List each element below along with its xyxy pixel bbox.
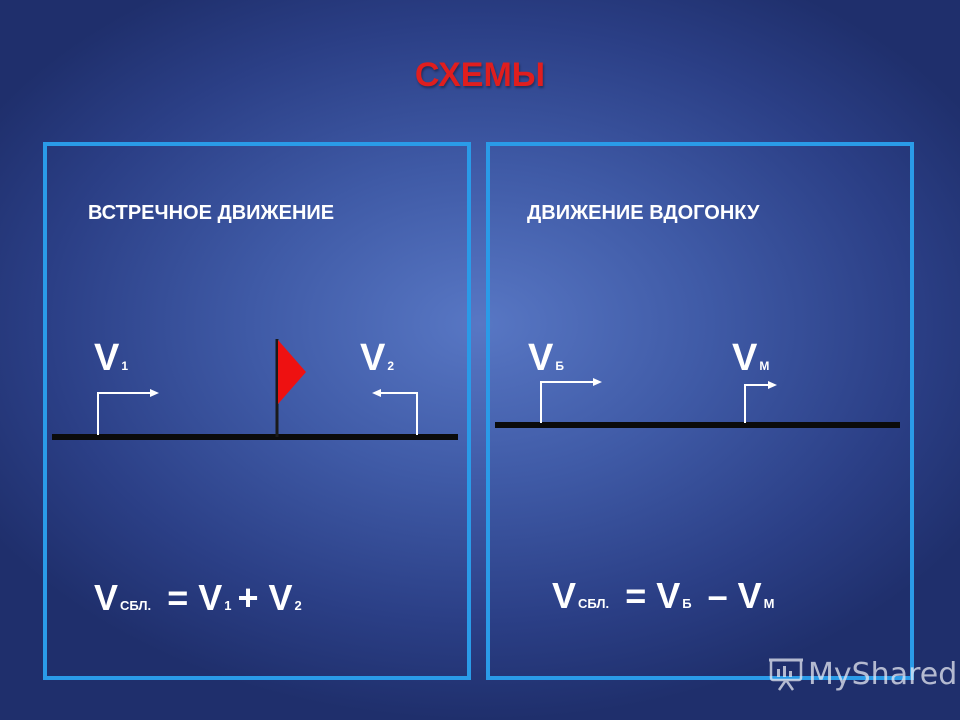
myshared-watermark: MyShared — [768, 656, 957, 692]
oncoming-motion-heading: ВСТРЕЧНОЕ ДВИЖЕНИЕ — [88, 202, 335, 224]
catch-up-motion-panel — [486, 142, 914, 680]
slide-title: СХЕМЫ — [414, 56, 546, 94]
watermark-text: MyShared — [808, 656, 958, 692]
catch-up-motion-heading: ДВИЖЕНИЕ ВДОГОНКУ — [527, 202, 760, 224]
oncoming-motion-panel — [43, 142, 471, 680]
presentation-board-icon — [769, 658, 803, 691]
